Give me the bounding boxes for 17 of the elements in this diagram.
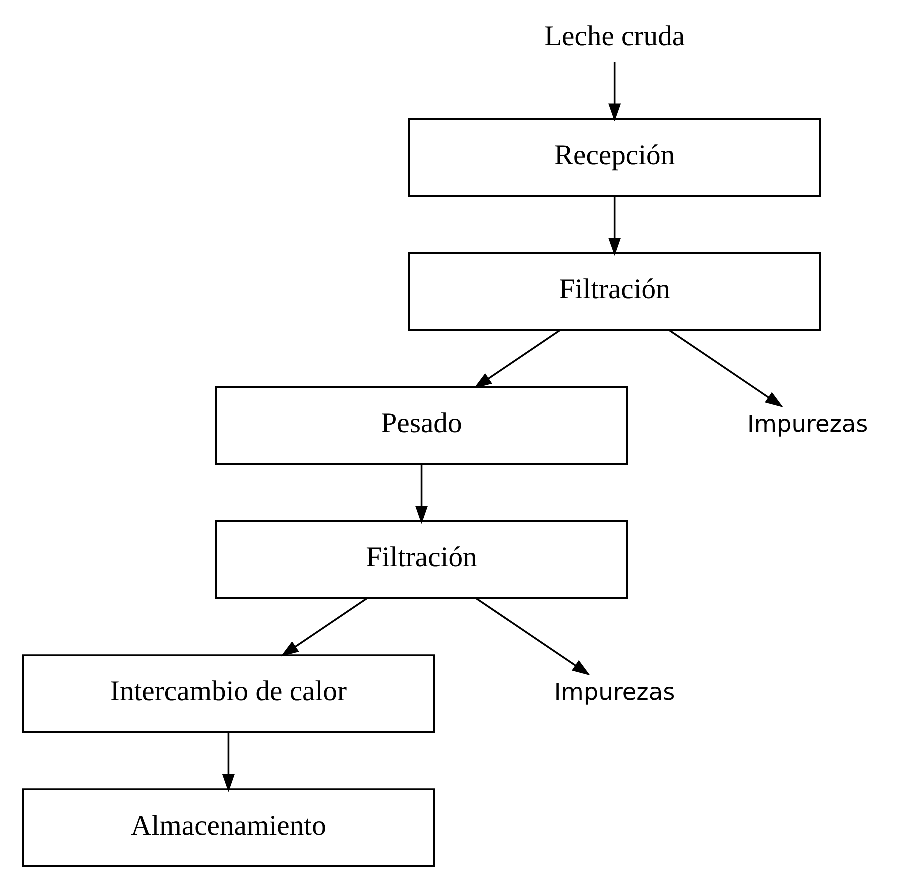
arrow [608,62,621,122]
node-box: Almacenamiento [22,788,435,868]
arrow [668,329,783,408]
arrow [475,598,590,676]
node-text: Leche cruda [544,22,685,53]
arrow [474,329,561,389]
node-box: Filtración [214,520,628,600]
node-text: Impurezas [554,679,675,706]
arrow [415,464,428,524]
node-box: Recepción [408,118,821,197]
arrow [222,732,234,792]
node-text: Impurezas [746,410,868,438]
node-box: Pesado [214,386,628,466]
arrow [280,598,368,657]
node-box: Filtración [408,252,821,332]
arrow [608,196,621,256]
node-box: Intercambio de calor [22,654,435,734]
